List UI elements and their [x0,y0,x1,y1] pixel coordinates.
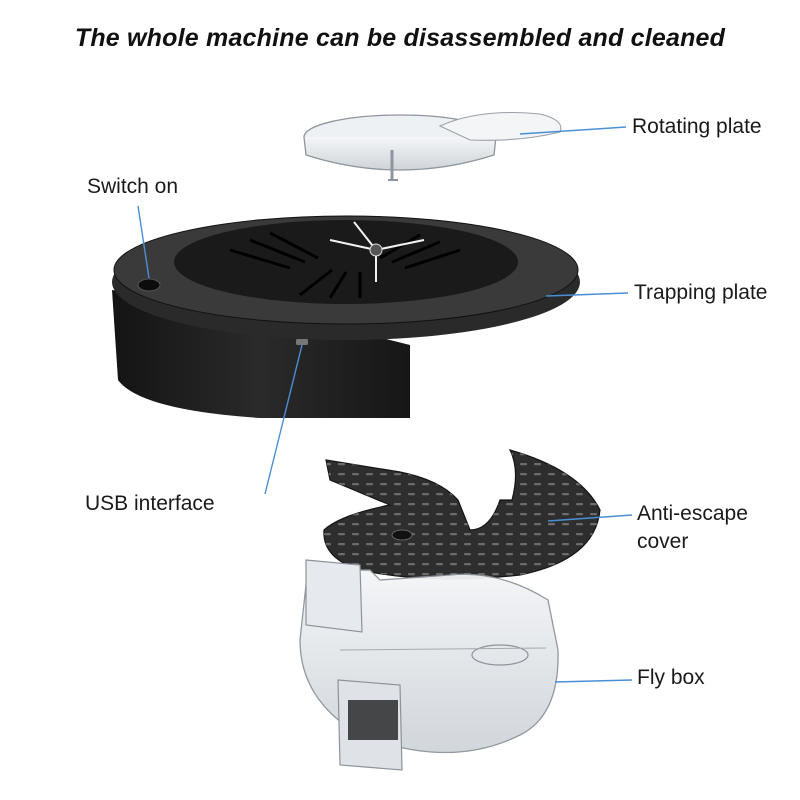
trapping-plate-part [112,215,580,418]
fly-box-part [299,559,559,771]
leader-switch-on [137,205,150,279]
label-usb-interface: USB interface [85,492,215,515]
label-switch-on: Switch on [87,175,179,198]
label-trapping-plate: Trapping plate [634,281,768,304]
anti-escape-cover-part [323,449,601,580]
leader-rotating-plate [519,126,627,135]
leader-usb-interface [264,344,303,495]
leader-fly-box [554,679,633,683]
label-anti-escape-line2: cover [637,530,689,553]
leader-trapping-plate [545,292,629,297]
leader-lines [137,126,633,683]
label-fly-box: Fly box [637,666,705,689]
rotating-plate-part [303,111,562,181]
label-anti-escape-line1: Anti-escape [637,502,748,525]
page-title: The whole machine can be disassembled an… [74,24,726,52]
leader-anti-escape-cover [547,514,633,522]
label-anti-escape-cover: Anti-escape cover [637,500,748,556]
label-rotating-plate: Rotating plate [632,115,762,138]
